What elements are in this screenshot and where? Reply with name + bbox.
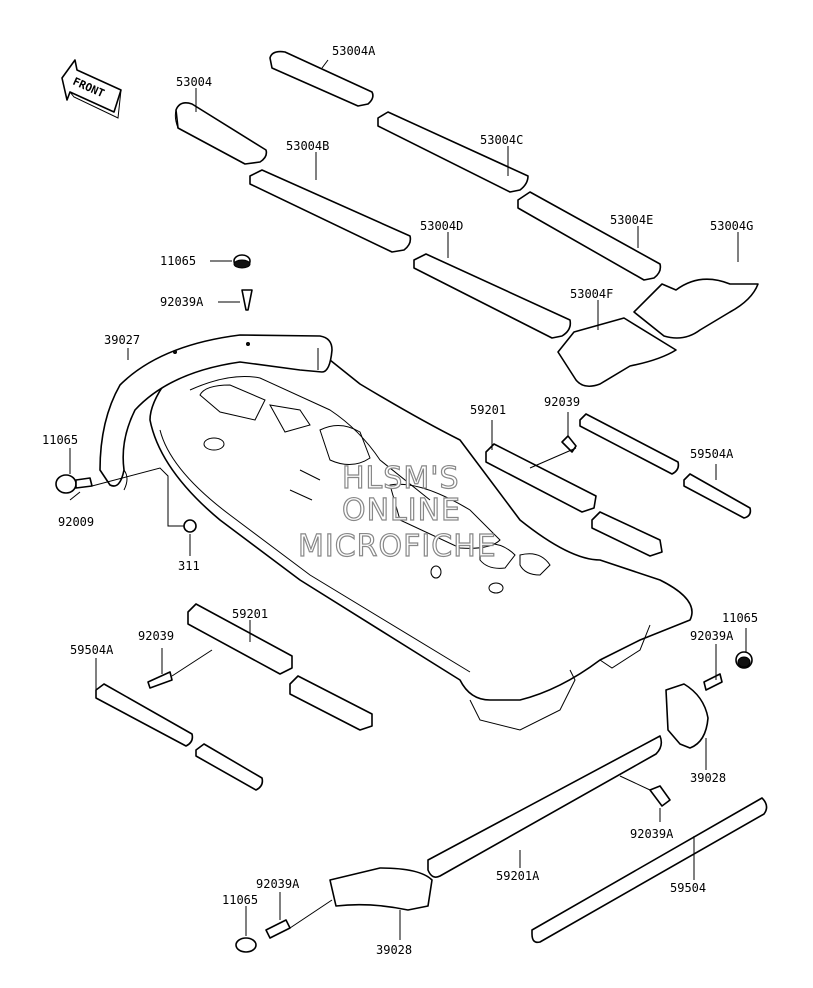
rivet-92039A-bottom <box>265 919 291 939</box>
rubber-59504 <box>531 797 768 944</box>
label-59201-right: 59201 <box>470 403 506 417</box>
rivet-92039A-mid <box>649 785 671 807</box>
label-53004F: 53004F <box>570 287 613 301</box>
rubber-59504A-left <box>95 683 264 791</box>
label-53004A: 53004A <box>332 44 376 58</box>
rubber-59201-left <box>187 603 373 731</box>
label-39028-bottom: 39028 <box>376 943 412 957</box>
rubber-59201-right <box>485 443 663 557</box>
part-labels: 53004A 53004 53004B 53004C 53004D 53004E… <box>42 44 758 957</box>
label-59504A-right: 59504A <box>690 447 734 461</box>
label-59201A: 59201A <box>496 869 540 883</box>
label-92039-right: 92039 <box>544 395 580 409</box>
label-53004C: 53004C <box>480 133 523 147</box>
watermark-line-3: MICROFICHE <box>298 529 497 564</box>
label-39027: 39027 <box>104 333 140 347</box>
mat-53004G <box>633 278 759 339</box>
label-53004E: 53004E <box>610 213 653 227</box>
mat-53004A <box>269 50 374 107</box>
rubber-59201A <box>427 735 663 878</box>
label-92039A-top: 92039A <box>160 295 204 309</box>
mat-53004D <box>413 253 572 339</box>
label-39028-right: 39028 <box>690 771 726 785</box>
label-11065-bottom: 11065 <box>222 893 258 907</box>
endcap-39028-bottom <box>329 867 433 911</box>
label-11065-left: 11065 <box>42 433 78 447</box>
rivet-92039-right <box>561 435 577 453</box>
rail-39027 <box>99 334 333 491</box>
mat-53004E <box>517 191 662 281</box>
leader-lines <box>69 59 747 940</box>
rubber-59504A-right <box>579 413 752 519</box>
label-92039A-bottom: 92039A <box>256 877 300 891</box>
label-53004D: 53004D <box>420 219 463 233</box>
label-92039A-right: 92039A <box>690 629 734 643</box>
label-59504: 59504 <box>670 881 706 895</box>
label-311: 311 <box>178 559 200 573</box>
label-11065-right: 11065 <box>722 611 758 625</box>
label-11065-top: 11065 <box>160 254 196 268</box>
cap-11065-left <box>55 474 93 494</box>
rivet-92039A-right <box>703 673 723 691</box>
watermark: HLSM'S ONLINE MICROFICHE <box>297 460 497 564</box>
label-53004G: 53004G <box>710 219 753 233</box>
mat-53004B <box>249 169 412 253</box>
mat-53004F <box>557 317 677 388</box>
watermark-line-2: ONLINE <box>342 493 461 528</box>
watermark-line-1: HLSM'S <box>342 461 460 496</box>
label-92039-left: 92039 <box>138 629 174 643</box>
label-59201-left: 59201 <box>232 607 268 621</box>
grommet-11065-top <box>233 254 251 269</box>
mat-53004C <box>377 111 529 193</box>
label-59504A-left: 59504A <box>70 643 114 657</box>
nut-311 <box>183 519 197 533</box>
label-53004: 53004 <box>176 75 212 89</box>
label-92009: 92009 <box>58 515 94 529</box>
rivet-92039-left <box>147 671 173 689</box>
label-92039A-mid: 92039A <box>630 827 674 841</box>
grommet-11065-right <box>735 651 753 669</box>
rivet-92039A-top <box>241 289 253 311</box>
front-arrow-icon: FRONT <box>61 59 122 119</box>
grommet-11065-bottom <box>235 937 257 953</box>
label-53004B: 53004B <box>286 139 329 153</box>
endcap-39028-right <box>665 683 709 749</box>
mat-53004 <box>174 102 268 165</box>
